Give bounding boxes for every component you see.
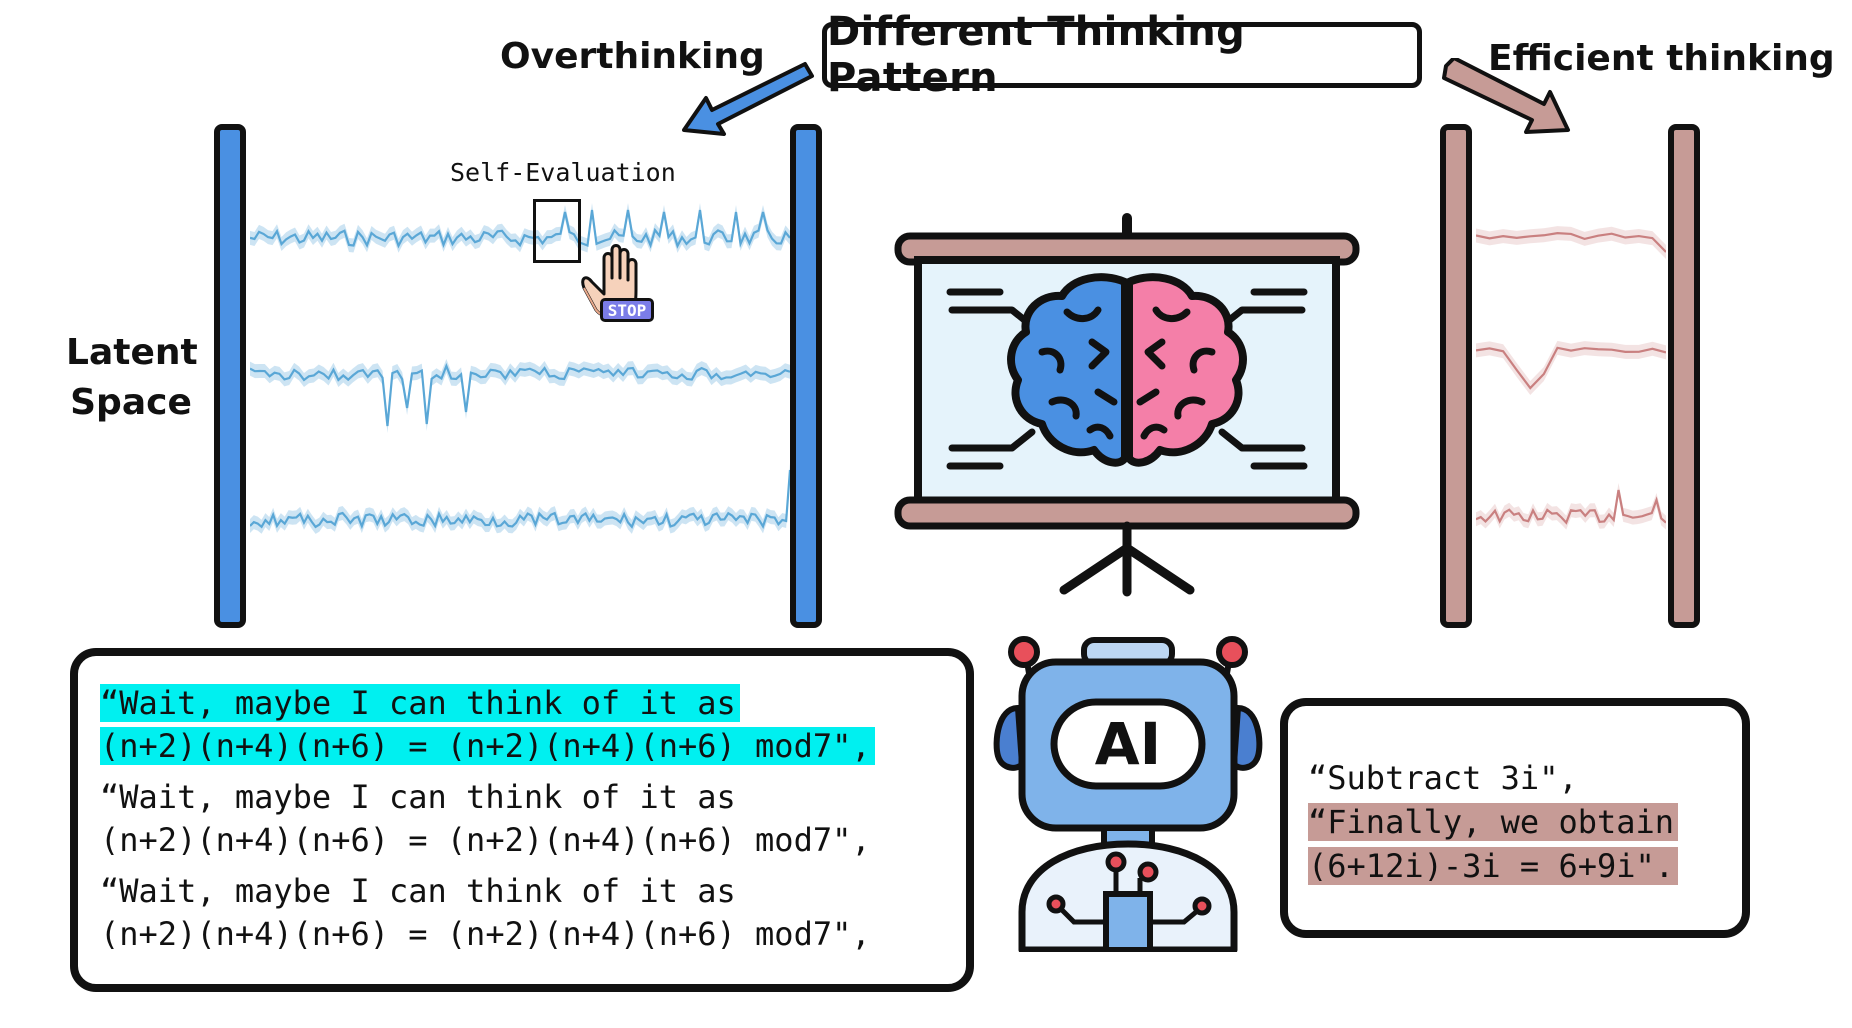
overthinking-text-box: “Wait, maybe I can think of it as(n+2)(n… (70, 648, 974, 992)
overthinking-left-bar (214, 124, 246, 628)
efficient-thinking-header: Efficient thinking (1488, 38, 1835, 79)
overthinking-latent-traces (250, 203, 790, 534)
efficient-text-line: (6+12i)-3i = 6+9i". (1308, 844, 1679, 888)
overthinking-trace-1 (250, 209, 790, 249)
efficient-latent-traces (1476, 226, 1666, 530)
efficient-text-line: “Subtract 3i", (1308, 759, 1578, 797)
efficient-text-box: “Subtract 3i",“Finally, we obtain(6+12i)… (1280, 698, 1750, 938)
robot-ai-label: AI (1095, 710, 1161, 778)
overthinking-arrow-icon (682, 62, 814, 136)
robot-icon: AI (993, 636, 1263, 952)
overthinking-right-bar (790, 124, 822, 628)
brain-icon (1007, 273, 1247, 467)
overthinking-text-line: “Wait, maybe I can think of it as (100, 778, 736, 816)
overthinking-trace-3 (250, 469, 790, 530)
efficient-trace-1 (1476, 232, 1666, 253)
self-evaluation-label: Self-Evaluation (450, 158, 676, 187)
efficient-trace-2-band (1476, 340, 1666, 395)
efficient-right-bar (1668, 124, 1700, 628)
presentation-board-icon (894, 213, 1360, 597)
overthinking-text-line: “Wait, maybe I can think of it as (100, 872, 736, 910)
diagram-title: Different Thinking Pattern (822, 9, 1422, 101)
stop-badge: STOP (600, 298, 654, 322)
overthinking-header: Overthinking (500, 36, 765, 77)
overthinking-trace-2-band (250, 359, 790, 433)
latent-space-label: Latent Space (66, 332, 198, 423)
overthinking-text-line: (n+2)(n+4)(n+6) = (n+2)(n+4)(n+6) mod7", (100, 725, 875, 768)
efficient-left-bar (1440, 124, 1472, 628)
overthinking-series-group (250, 203, 790, 534)
self-evaluation-box (533, 199, 581, 263)
overthinking-text-line: “Wait, maybe I can think of it as (100, 682, 875, 725)
efficient-trace-3-band (1476, 483, 1666, 530)
efficient-text-line: “Finally, we obtain (1308, 800, 1679, 844)
overthinking-text-line: (n+2)(n+4)(n+6) = (n+2)(n+4)(n+6) mod7", (100, 821, 871, 859)
overthinking-trace-2 (250, 362, 790, 427)
overthinking-text-lines: “Wait, maybe I can think of it as(n+2)(n… (100, 682, 875, 956)
efficient-arrow-icon (1442, 58, 1570, 134)
overthinking-text-line: (n+2)(n+4)(n+6) = (n+2)(n+4)(n+6) mod7", (100, 915, 871, 953)
efficient-text-lines: “Subtract 3i",“Finally, we obtain(6+12i)… (1308, 756, 1679, 888)
efficient-trace-2 (1476, 346, 1666, 390)
efficient-series-group (1476, 226, 1666, 530)
efficient-trace-3 (1476, 489, 1666, 525)
efficient-trace-1-band (1476, 226, 1666, 259)
